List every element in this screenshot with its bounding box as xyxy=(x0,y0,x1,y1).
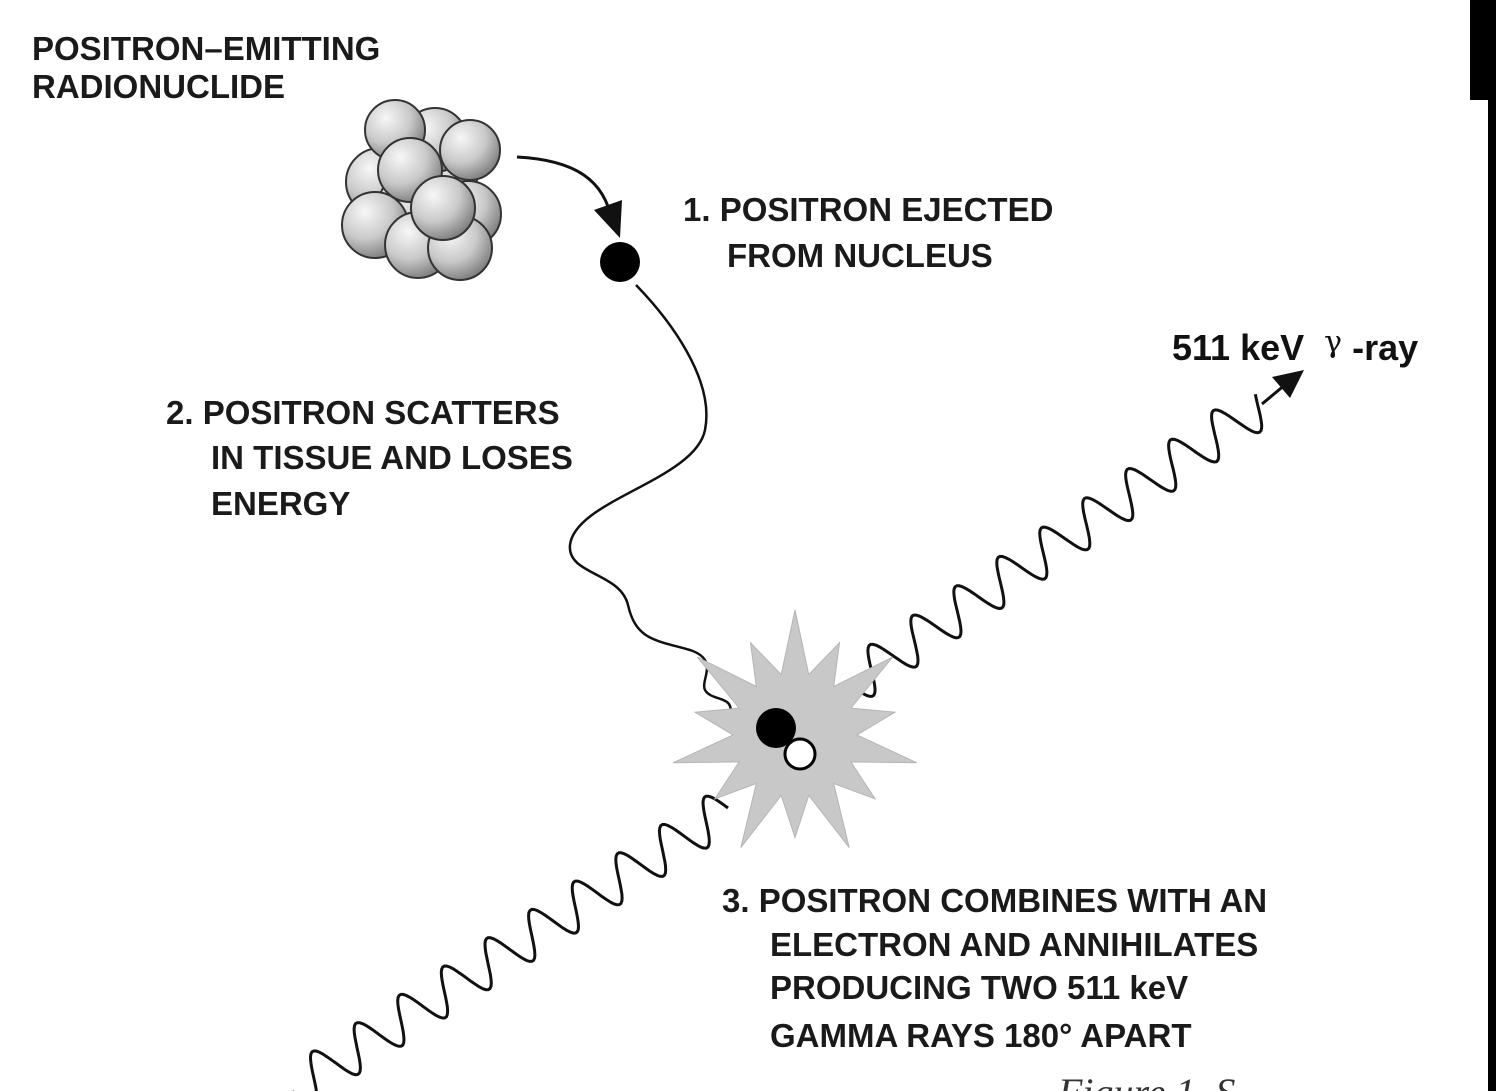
nucleon-sphere xyxy=(410,175,476,241)
positron-scatter-path xyxy=(568,284,776,730)
label-step2-line2: IN TISSUE AND LOSES xyxy=(211,439,573,476)
right-border-block xyxy=(1470,0,1496,100)
label-step2-line3: ENERGY xyxy=(211,485,350,522)
label-step3-line2: ELECTRON AND ANNIHILATES xyxy=(770,926,1258,963)
gamma-ray-suffix: -ray xyxy=(1352,327,1418,368)
positron-dot-icon xyxy=(600,242,640,282)
right-border-bar xyxy=(1488,0,1496,1091)
label-step3-line1: 3. POSITRON COMBINES WITH AN xyxy=(722,882,1267,919)
positron-dot-icon xyxy=(756,708,796,748)
gamma-ray-energy: 511 keV xyxy=(1172,327,1304,368)
gamma-ray-symbol: γ xyxy=(1324,325,1342,360)
label-step1-line2: FROM NUCLEUS xyxy=(727,237,993,274)
ejection-arrowhead xyxy=(594,200,622,238)
label-step2-line1: 2. POSITRON SCATTERS xyxy=(166,394,560,431)
label-radionuclide-line1: POSITRON–EMITTING xyxy=(32,30,380,67)
label-step1-line1: 1. POSITRON EJECTED xyxy=(683,191,1053,228)
label-step3-line4: GAMMA RAYS 180° APART xyxy=(770,1017,1192,1054)
label-step3-line3: PRODUCING TWO 511 keV xyxy=(770,969,1188,1006)
figure-caption-fragment: Figure 1. S xyxy=(1057,1070,1235,1091)
gamma-ray-arrowhead xyxy=(1272,370,1304,398)
nucleon-sphere xyxy=(439,119,501,181)
nucleus-cluster-icon xyxy=(341,99,502,281)
electron-dot-icon xyxy=(783,737,817,771)
gamma-ray-wave-lower xyxy=(292,794,729,1091)
label-gamma-ray: 511 keV γ -ray xyxy=(1172,319,1418,368)
gamma-ray-wave-upper xyxy=(849,393,1264,698)
label-radionuclide-line2: RADIONUCLIDE xyxy=(32,68,285,105)
